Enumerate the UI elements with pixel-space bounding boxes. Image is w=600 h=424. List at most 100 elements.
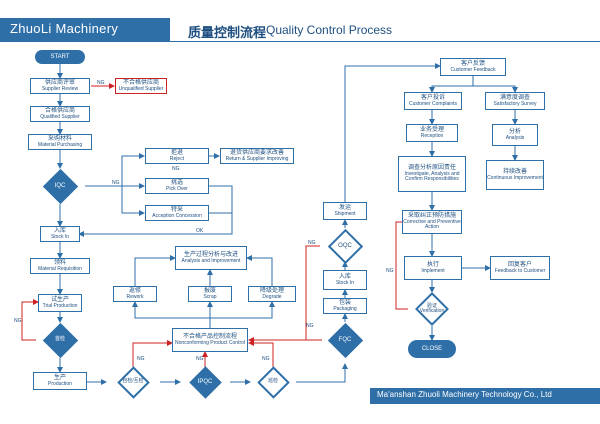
packaging-cn: 包装 [338, 299, 351, 306]
feedback-cn: 客户反馈 [460, 60, 485, 67]
iqc-label: IQC [54, 182, 66, 189]
investigate-en: Investigate, Analysis and Confirm Respon… [404, 170, 460, 183]
corrective-action-box: 采取纠正预防措施 Corrective and Preventive Actio… [402, 210, 462, 234]
rework-en: Rework [126, 293, 144, 300]
complaints-cn: 客户投诉 [420, 94, 445, 101]
iqc-decision: IQC [34, 168, 86, 204]
verification-label: 验证 Verification [419, 303, 445, 315]
qualified-cn: 合格供应商 [44, 107, 75, 114]
patrol-inspection-decision: 巡检 [250, 365, 296, 399]
implement-cn: 执行 [426, 261, 439, 268]
pick-over-box: 挑选 Pick Over [145, 178, 209, 194]
first-inspection-decision: 首检 [36, 322, 84, 358]
reject-box: 拒退 Reject [145, 148, 209, 164]
verification-en: Verification [419, 308, 445, 314]
analysis-improvement-box: 生产过程分析与改进 Analysis and Improvement [175, 246, 247, 270]
ng-label-iqc: NG [112, 180, 120, 186]
material-requisition-box: 领料 Material Requisition [30, 258, 90, 274]
edge-nc-rework [132, 301, 211, 328]
pick-over-en: Pick Over [166, 185, 188, 192]
oqc-label: OQC [338, 242, 352, 249]
edge-patrol-fqc [296, 363, 348, 383]
shipment-box: 发运 Shipment [323, 202, 367, 220]
stock-in-box-2: 入库 Stock In [323, 270, 367, 290]
edge-feedback-complaints [429, 76, 474, 93]
patrol-label: 巡检 [267, 378, 278, 385]
edge-ok-stockin [78, 185, 233, 237]
reject-cn: 拒退 [170, 149, 183, 156]
edge-shipment-feedback [344, 63, 441, 202]
stock-in-1-en: Stock In [50, 233, 70, 240]
edge-iqc-acceptance [121, 186, 145, 216]
ipqc-label: IPQC [197, 378, 213, 385]
survey-cn: 满意度调查 [499, 94, 530, 101]
material-purchasing-box: 采购材料 Material Purchasing [28, 134, 92, 150]
fqc-label: FQC [338, 336, 352, 343]
scrap-box: 报废 Scrap [188, 286, 232, 302]
degrade-en: Degrade [262, 293, 282, 300]
scrap-cn: 报废 [203, 287, 216, 294]
production-en: Production [48, 380, 72, 387]
feedback-customer-cn: 回复客户 [507, 261, 532, 268]
stock-in-box-1: 入库 Stock In [40, 226, 80, 242]
trial-en: Trial Production [42, 302, 78, 309]
fqc-decision: FQC [322, 322, 368, 358]
reception-en: Reception [420, 132, 444, 139]
qualified-en: Qualified Supplier [40, 113, 80, 120]
implement-en: Implement [421, 267, 445, 274]
footer-bar [370, 388, 600, 404]
reception-cn: 业务受理 [419, 126, 444, 133]
packaging-box: 包装 Packaging [323, 298, 367, 314]
edge-first-trial-ng [21, 299, 39, 341]
nonconforming-cn: 不合格产品控制流程 [182, 333, 237, 340]
analysis-en: Analysis and Improvement [181, 257, 241, 264]
edge-rework-analysis [134, 255, 176, 286]
ng-label-patrol: NG [262, 356, 270, 362]
reception-box: 业务受理 Reception [406, 124, 458, 142]
supplier-review-en: Supplier Review [41, 85, 79, 92]
header-rule [170, 41, 600, 42]
stock-in-2-cn: 入库 [338, 273, 351, 280]
rework-cn: 返修 [128, 287, 141, 294]
investigate-box: 调查分析原因责任 Investigate, Analysis and Confi… [398, 156, 466, 192]
self-check-label: 自检/互检 [122, 378, 144, 385]
feedback-customer-en: Feedback to Customer [494, 267, 546, 274]
purchasing-en: Material Purchasing [37, 141, 83, 148]
s-analysis-cn: 分析 [508, 128, 521, 135]
acceptance-en: Acception Concession [152, 212, 202, 219]
ng-label-verification: NG [386, 268, 394, 274]
supplier-review-cn: 供应商评审 [44, 79, 75, 86]
brand-name: ZhuoLi Machinery [10, 21, 119, 36]
close-terminal: CLOSE [408, 340, 456, 358]
scrap-en: Scrap [203, 293, 217, 300]
footer-company: Ma'anshan Zhuoli Machinery Technology Co… [377, 390, 552, 399]
edge-oqc-nc-ng [305, 245, 320, 340]
unqualified-cn: 不合格供应商 [122, 79, 159, 86]
verification-decision: 验证 Verification [408, 292, 456, 326]
ng-label-fqc: NG [306, 323, 314, 329]
investigate-cn: 调查分析原因责任 [407, 164, 456, 171]
requisition-en: Material Requisition [38, 265, 82, 272]
packaging-en: Packaging [333, 305, 357, 312]
ng-label-selfcheck: NG [137, 356, 145, 362]
return-en: Return & Supplier Improving [225, 155, 289, 162]
ok-label-stockin: OK [196, 228, 204, 234]
edge-feedback-survey [473, 85, 518, 93]
rework-box: 返修 Rework [113, 286, 157, 302]
self-check-decision: 自检/互检 [106, 365, 160, 399]
ipqc-decision: IPQC [180, 365, 230, 399]
trial-production-box: 试生产 Trial Production [38, 294, 82, 312]
stock-in-2-en: Stock In [335, 279, 355, 286]
start-terminal: START [35, 50, 85, 64]
satisfactory-survey-box: 满意度调查 Satisfactory Survey [485, 92, 545, 110]
acceptance-cn: 特采 [170, 206, 183, 213]
oqc-decision: OQC [322, 228, 368, 264]
page-title-cn: 质量控制流程 [188, 25, 267, 40]
edge-iqc-reject [85, 153, 145, 187]
complaints-en: Customer Complaints [408, 100, 458, 107]
edge-patrol-nc-ng [248, 340, 274, 372]
continuous-improvement-box: 持续改善 Continuous Improvement [486, 160, 544, 190]
edge-nc-degrade [210, 301, 275, 319]
continuous-cn: 持续改善 [502, 168, 527, 175]
